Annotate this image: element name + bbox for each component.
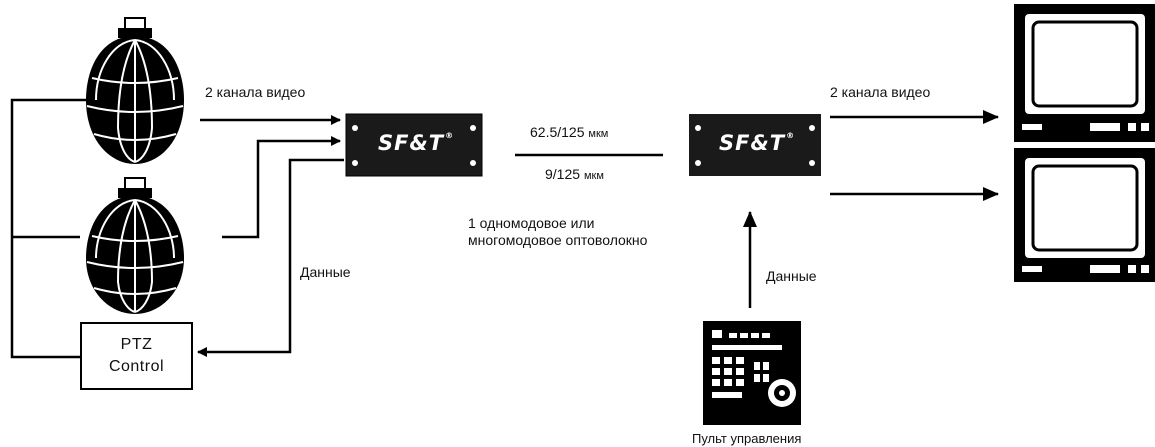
video-input-arrows bbox=[200, 115, 341, 239]
dome-camera-icon bbox=[86, 177, 184, 314]
fiber-top-value: 62.5/125 bbox=[530, 124, 585, 140]
monitor-icon bbox=[1014, 4, 1155, 142]
ptz-label-line2: Control bbox=[108, 358, 165, 375]
control-keyboard-icon bbox=[703, 321, 801, 425]
receiver-brand-logo: SF&T® bbox=[719, 131, 795, 155]
data-left-label: Данные bbox=[300, 264, 351, 280]
data-right-label: Данные bbox=[766, 268, 817, 284]
fiber-singlemode-label: 9/125 мкм bbox=[545, 166, 604, 185]
ptz-label-line1: PTZ bbox=[120, 336, 153, 353]
receiver-brand-text: SF&T bbox=[719, 131, 786, 155]
data-return-arrow bbox=[197, 158, 344, 357]
transmitter-device bbox=[345, 113, 483, 177]
fiber-description-line2: многомодовое оптоволокно bbox=[468, 232, 648, 248]
video-output-arrows bbox=[830, 110, 999, 201]
receiver-device bbox=[689, 114, 821, 176]
transmitter-brand-text: SF&T bbox=[378, 131, 445, 155]
video-out-label: 2 канала видео bbox=[830, 84, 931, 100]
control-wiring bbox=[10, 98, 86, 359]
monitor-icon bbox=[1014, 148, 1155, 282]
dome-camera-icon bbox=[86, 17, 184, 164]
video-in-label: 2 канала видео bbox=[205, 84, 306, 100]
fiber-description-line1: 1 одномодовое или bbox=[468, 215, 595, 231]
control-panel-label: Пульт управления bbox=[692, 431, 802, 446]
receiver-trademark: ® bbox=[786, 131, 796, 140]
transmitter-brand-logo: SF&T® bbox=[378, 131, 454, 155]
fiber-multimode-label: 62.5/125 мкм bbox=[530, 124, 608, 143]
transmitter-trademark: ® bbox=[445, 131, 455, 140]
fiber-top-unit: мкм bbox=[588, 128, 609, 140]
fiber-bottom-unit: мкм bbox=[583, 170, 604, 182]
fiber-bottom-value: 9/125 bbox=[545, 166, 581, 182]
ptz-control-box: PTZ Control bbox=[80, 322, 193, 390]
